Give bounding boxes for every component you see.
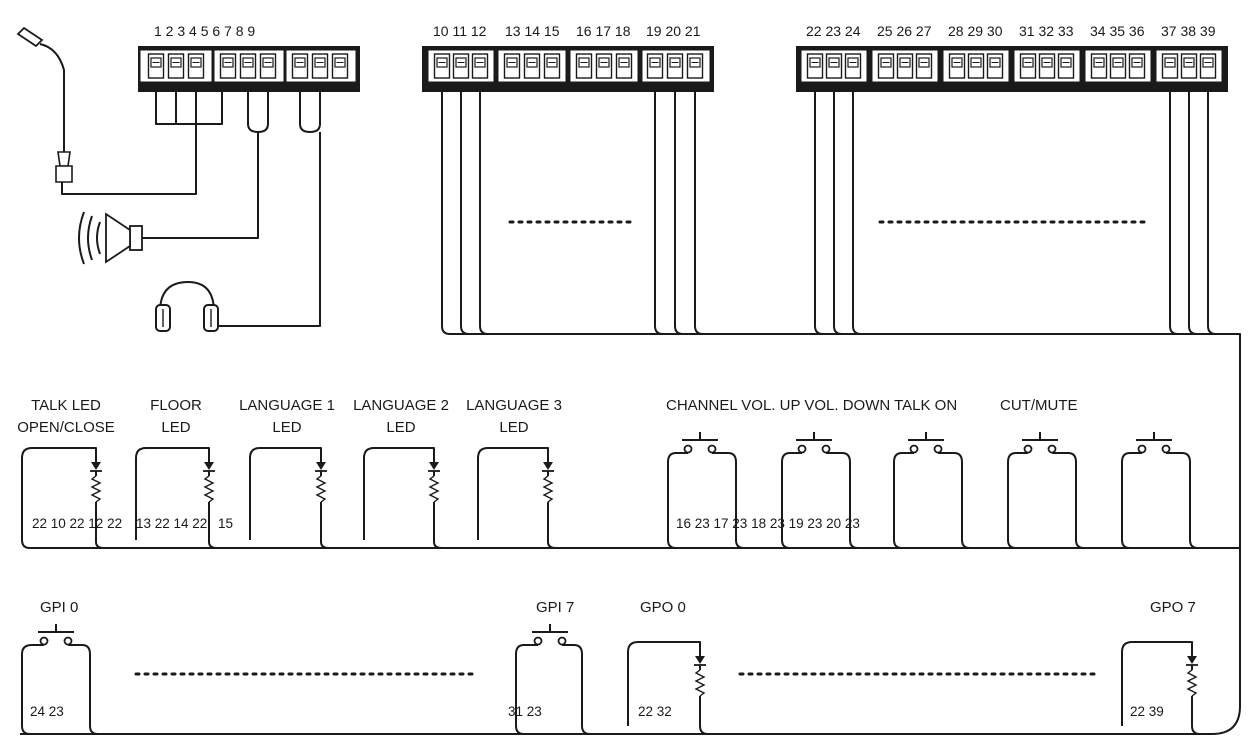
cut-mute-label: CUT/MUTE bbox=[1000, 397, 1078, 414]
pins-label-19-21: 19 20 21 bbox=[646, 23, 701, 39]
talk-led-label-2: OPEN/CLOSE bbox=[17, 419, 115, 436]
gpo7-pins: 22 39 bbox=[1130, 704, 1164, 719]
pins-label-22-24: 22 23 24 bbox=[806, 23, 861, 39]
led-pins-c: 15 bbox=[218, 516, 233, 531]
pins-label-16-18: 16 17 18 bbox=[576, 23, 631, 39]
gpo0-label: GPO 0 bbox=[640, 599, 686, 616]
gpo7-label: GPO 7 bbox=[1150, 599, 1196, 616]
pins-label-10-12: 10 11 12 bbox=[433, 23, 487, 39]
gpi0-label: GPI 0 bbox=[40, 599, 78, 616]
loudspeaker-icon bbox=[78, 211, 143, 265]
pins-label-28-30: 28 29 30 bbox=[948, 23, 1003, 39]
gpi7-label: GPI 7 bbox=[536, 599, 574, 616]
floor-led-label-2: LED bbox=[161, 419, 190, 436]
button-row-label: CHANNEL VOL. UP VOL. DOWN TALK ON bbox=[666, 397, 957, 414]
led-pins-b: 13 22 14 22 bbox=[136, 516, 207, 531]
led-pins-a: 22 10 22 12 22 bbox=[32, 516, 122, 531]
terminal-block-right bbox=[796, 46, 1228, 92]
language1-led-label-1: LANGUAGE 1 bbox=[239, 397, 335, 414]
language1-led-label-2: LED bbox=[272, 419, 301, 436]
language3-led-label-1: LANGUAGE 3 bbox=[466, 397, 562, 414]
headphones-icon bbox=[155, 281, 219, 332]
language2-led-label-1: LANGUAGE 2 bbox=[353, 397, 449, 414]
pins-label-31-33: 31 32 33 bbox=[1019, 23, 1074, 39]
pins-label-34-36: 34 35 36 bbox=[1090, 23, 1145, 39]
terminal-block-left bbox=[138, 46, 360, 92]
gpo0-pins: 22 32 bbox=[638, 704, 672, 719]
floor-led-label-1: FLOOR bbox=[150, 397, 202, 414]
pins-label-25-27: 25 26 27 bbox=[877, 23, 932, 39]
language2-led-label-2: LED bbox=[386, 419, 415, 436]
gpi0-pins: 24 23 bbox=[30, 704, 64, 719]
pins-label-left: 1 2 3 4 5 6 7 8 9 bbox=[154, 23, 255, 39]
button-row-circuits bbox=[21, 431, 1240, 549]
pins-label-37-39: 37 38 39 bbox=[1161, 23, 1216, 39]
gpio-row-circuits bbox=[21, 623, 1201, 735]
led-row-circuits bbox=[21, 447, 557, 549]
gpi7-pins: 31 23 bbox=[508, 704, 542, 719]
led-row-labels: TALK LED OPEN/CLOSE FLOOR LED LANGUAGE 1… bbox=[17, 397, 562, 436]
language3-led-label-2: LED bbox=[499, 419, 528, 436]
microphone-icon bbox=[16, 26, 73, 183]
talk-led-label-1: TALK LED bbox=[31, 397, 101, 414]
device-wiring bbox=[61, 82, 321, 327]
terminal-block-middle bbox=[422, 46, 714, 92]
button-pins: 16 23 17 23 18 23 19 23 20 23 bbox=[676, 516, 860, 531]
bus-wiring bbox=[20, 82, 1241, 735]
pins-label-13-15: 13 14 15 bbox=[505, 23, 560, 39]
